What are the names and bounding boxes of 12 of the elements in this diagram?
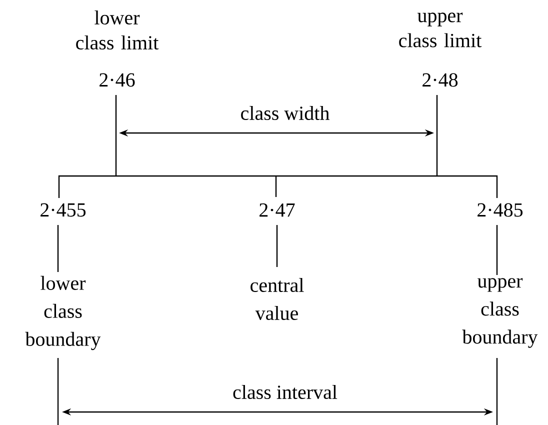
dimension-label: class interval <box>233 384 338 400</box>
boundary-label: lower class boundary <box>25 276 101 350</box>
limit-label: lower class limit <box>76 10 159 50</box>
value-label: 2·455 <box>40 203 86 217</box>
value-label: 2·46 <box>100 73 135 87</box>
boundary-label: upper class boundary <box>462 278 538 348</box>
dimension-label: class width <box>241 106 330 120</box>
value-label: 2·485 <box>478 203 523 217</box>
value-label: 2·47 <box>260 203 295 217</box>
value-label: 2·48 <box>422 73 458 87</box>
boundary-label: central value <box>250 278 304 320</box>
limit-label: upper class limit <box>399 12 482 48</box>
